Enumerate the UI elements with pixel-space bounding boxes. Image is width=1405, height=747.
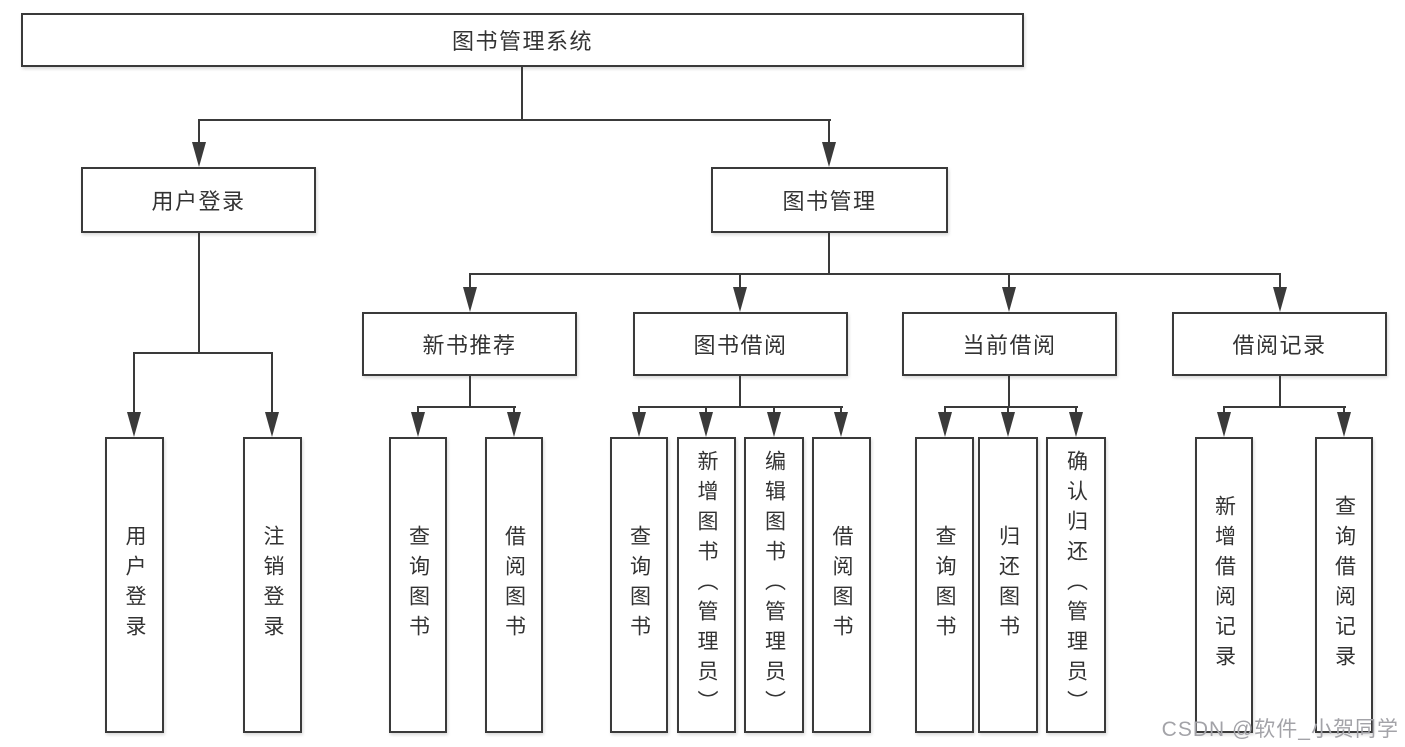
connector [1279,376,1281,408]
arrow-down-icon [507,412,521,437]
leaf-borrow-borrow-label: 借阅图书 [830,525,853,645]
connector [271,352,273,413]
connector [1008,273,1010,290]
arrow-down-icon [1337,412,1351,437]
connector [417,406,516,408]
connector [1008,376,1010,408]
connector [739,273,741,290]
connector [828,119,830,146]
arrow-down-icon [1001,412,1015,437]
connector [198,119,831,121]
arrow-down-icon [265,412,279,437]
leaf-user-login: 用户登录 [105,437,164,733]
leaf-newbook-query-label: 查询图书 [406,525,430,645]
connector [840,406,842,415]
leaf-current-query-label: 查询图书 [933,525,956,645]
node-user-login-label: 用户登录 [151,189,246,214]
arrow-down-icon [1217,412,1231,437]
leaf-newbook-borrow: 借阅图书 [485,437,543,733]
arrow-down-icon [834,412,848,437]
leaf-borrow-add-admin: 新增图书（管理员） [677,437,736,733]
connector [469,273,1281,275]
connector [1007,406,1009,415]
connector [944,406,1078,408]
leaf-logout-label: 注销登录 [261,525,284,645]
leaf-borrow-edit-admin-label: 编辑图书（管理员） [762,450,786,720]
leaf-borrow-add-admin-label: 新增图书（管理员） [695,450,718,720]
leaf-current-return: 归还图书 [978,437,1038,733]
leaf-current-confirm-return-admin-label: 确认归还（管理员） [1064,450,1088,720]
node-new-book-recommend: 新书推荐 [362,312,577,376]
node-root-label: 图书管理系统 [451,29,593,54]
node-book-management: 图书管理 [711,167,948,233]
node-current-borrow: 当前借阅 [902,312,1117,376]
arrow-down-icon [699,412,713,437]
leaf-record-add-label: 新增借阅记录 [1212,495,1236,675]
connector [513,406,515,415]
leaf-current-return-label: 归还图书 [996,525,1020,645]
node-new-book-recommend-label: 新书推荐 [422,333,517,358]
arrow-down-icon [127,412,141,437]
arrow-down-icon [1273,287,1287,312]
node-borrow-record-label: 借阅记录 [1232,333,1327,358]
arrow-down-icon [767,412,781,437]
node-user-login: 用户登录 [81,167,316,233]
connector [638,406,640,415]
connector [133,352,273,354]
leaf-newbook-borrow-label: 借阅图书 [502,525,526,645]
arrow-down-icon [192,142,206,167]
arrow-down-icon [733,287,747,312]
connector [638,406,843,408]
connector [521,67,523,120]
leaf-record-query-label: 查询借阅记录 [1332,495,1356,675]
connector [1075,406,1077,415]
connector [705,406,707,415]
connector [469,376,471,408]
leaf-borrow-query: 查询图书 [610,437,668,733]
arrow-down-icon [411,412,425,437]
leaf-borrow-edit-admin: 编辑图书（管理员） [744,437,804,733]
arrow-down-icon [822,142,836,167]
leaf-borrow-borrow: 借阅图书 [812,437,871,733]
connector [198,119,200,146]
connector [198,233,200,354]
leaf-record-query: 查询借阅记录 [1315,437,1373,733]
connector [469,273,471,290]
node-borrow-record: 借阅记录 [1172,312,1387,376]
node-book-borrow-label: 图书借阅 [693,333,788,358]
leaf-current-confirm-return-admin: 确认归还（管理员） [1046,437,1106,733]
arrow-down-icon [463,287,477,312]
node-root: 图书管理系统 [21,13,1024,67]
connector [828,233,830,275]
leaf-borrow-query-label: 查询图书 [627,525,651,645]
arrow-down-icon [1069,412,1083,437]
arrow-down-icon [632,412,646,437]
leaf-logout: 注销登录 [243,437,302,733]
connector [1223,406,1225,415]
leaf-current-query: 查询图书 [915,437,974,733]
node-current-borrow-label: 当前借阅 [962,333,1057,358]
leaf-record-add: 新增借阅记录 [1195,437,1253,733]
node-book-management-label: 图书管理 [782,189,877,214]
watermark: CSDN @软件_小贺同学 [1161,718,1399,741]
connector [417,406,419,415]
connector [773,406,775,415]
connector [944,406,946,415]
connector [1223,406,1346,408]
leaf-user-login-label: 用户登录 [123,525,146,645]
connector [133,352,135,413]
arrow-down-icon [1002,287,1016,312]
node-book-borrow: 图书借阅 [633,312,848,376]
connector [1343,406,1345,415]
connector [1279,273,1281,290]
arrow-down-icon [938,412,952,437]
leaf-newbook-query: 查询图书 [389,437,447,733]
connector [739,376,741,408]
